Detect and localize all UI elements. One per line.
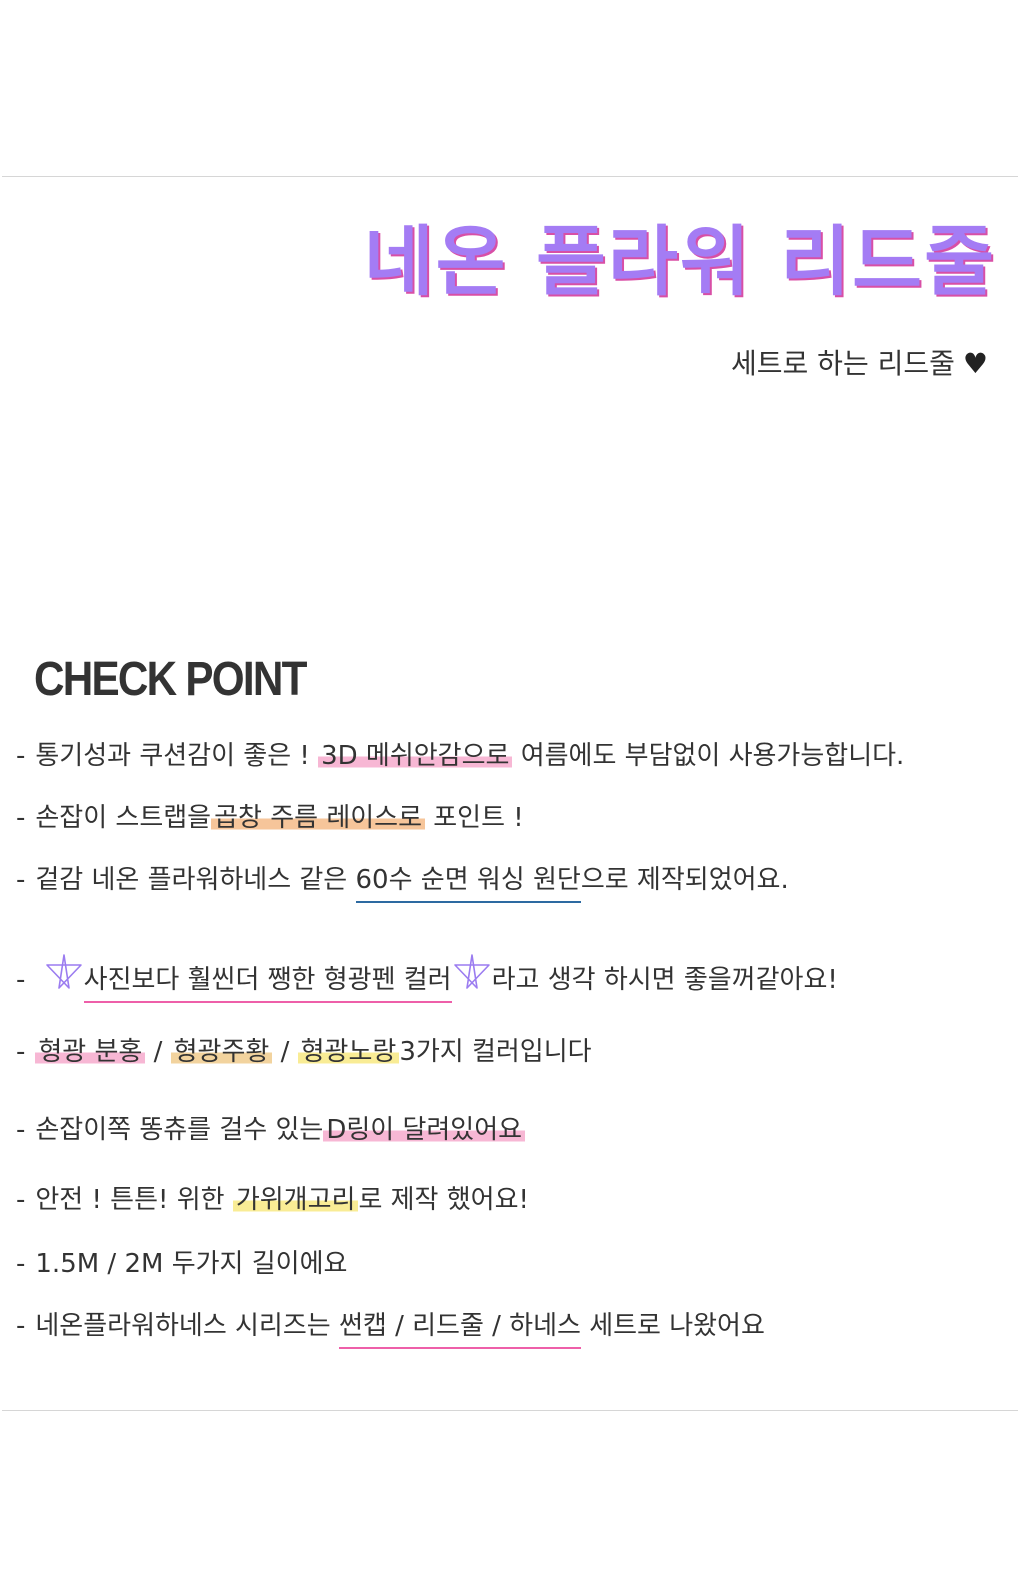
- product-title: 네온 플라워 리드줄: [363, 217, 996, 306]
- bullet-dash: -: [16, 1311, 26, 1341]
- star-doodle-icon: [452, 952, 492, 992]
- point-text: 3가지 컬러입니다: [399, 1037, 592, 1067]
- color-separator: /: [153, 1037, 163, 1067]
- highlight-orange: 곱창 주름 레이스로: [211, 803, 425, 833]
- point-text: 세트로 나왔어요: [589, 1311, 765, 1341]
- bullet-dash: -: [16, 803, 26, 833]
- bullet-dash: -: [16, 1185, 26, 1215]
- bullet-dash: -: [16, 1037, 26, 1067]
- underline-pink: 사진보다 훨씬더 쨍한 형광펜 컬러: [83, 965, 452, 1003]
- point-text: 포인트 !: [433, 803, 524, 833]
- highlight-pink: 3D 메쉬안감으로: [318, 741, 513, 771]
- check-point-item: -통기성과 쿠션감이 좋은 ! 3D 메쉬안감으로 여름에도 부담없이 사용가능…: [16, 738, 904, 774]
- point-text: 네온플라워하네스 시리즈는: [35, 1311, 331, 1341]
- point-text: 손잡이쪽 똥츄를 걸수 있는: [35, 1115, 324, 1145]
- bullet-dash: -: [16, 865, 26, 895]
- subtitle-text: 세트로 하는 리드줄: [731, 347, 955, 380]
- check-point-item: -1.5M / 2M 두가지 길이에요: [16, 1246, 347, 1282]
- point-text: 손잡이 스트랩을: [35, 803, 212, 833]
- bullet-dash: -: [16, 741, 26, 771]
- point-text: 1.5M / 2M 두가지 길이에요: [35, 1249, 348, 1279]
- underline-pink: 썬캡 / 리드줄 / 하네스: [338, 1311, 581, 1349]
- highlight-orange: 형광주황: [170, 1037, 273, 1067]
- point-text: 겉감 네온 플라워하네스 같은: [35, 865, 348, 895]
- check-point-item: - 사진보다 훨씬더 쨍한 형광펜 컬러 라고 생각 하시면 좋을꺼같아요!: [16, 952, 838, 1003]
- bullet-dash: -: [16, 1115, 26, 1145]
- check-point-heading: CHECK POINT: [34, 653, 307, 706]
- product-subtitle: 세트로 하는 리드줄♥: [731, 344, 988, 384]
- bullet-dash: -: [16, 965, 26, 995]
- point-text: 통기성과 쿠션감이 좋은 !: [35, 741, 310, 771]
- heart-icon: ♥: [962, 347, 988, 380]
- highlight-pink: D링이 달려있어요: [323, 1115, 526, 1145]
- bullet-dash: -: [16, 1249, 26, 1279]
- highlight-pink: 형광 분홍: [35, 1037, 146, 1067]
- point-text: 라고 생각 하시면 좋을꺼같아요!: [491, 965, 838, 995]
- underline-blue: 60수 순면 워싱 원단: [355, 865, 581, 903]
- check-point-item: -겉감 네온 플라워하네스 같은 60수 순면 워싱 원단으로 제작되었어요.: [16, 862, 789, 903]
- check-point-item: -네온플라워하네스 시리즈는 썬캡 / 리드줄 / 하네스 세트로 나왔어요: [16, 1308, 765, 1349]
- star-doodle-icon: [44, 952, 84, 992]
- point-text: 로 제작 했어요!: [358, 1185, 529, 1215]
- point-text: 여름에도 부담없이 사용가능합니다.: [520, 741, 905, 771]
- point-text: 으로 제작되었어요.: [580, 865, 789, 895]
- top-divider: [2, 176, 1018, 177]
- highlight-yellow: 형광노랑: [297, 1037, 400, 1067]
- color-separator: /: [280, 1037, 290, 1067]
- bottom-divider: [2, 1410, 1018, 1411]
- highlight-yellow: 가위개고리: [232, 1185, 359, 1215]
- point-text: 안전 ! 튼튼! 위한: [35, 1185, 225, 1215]
